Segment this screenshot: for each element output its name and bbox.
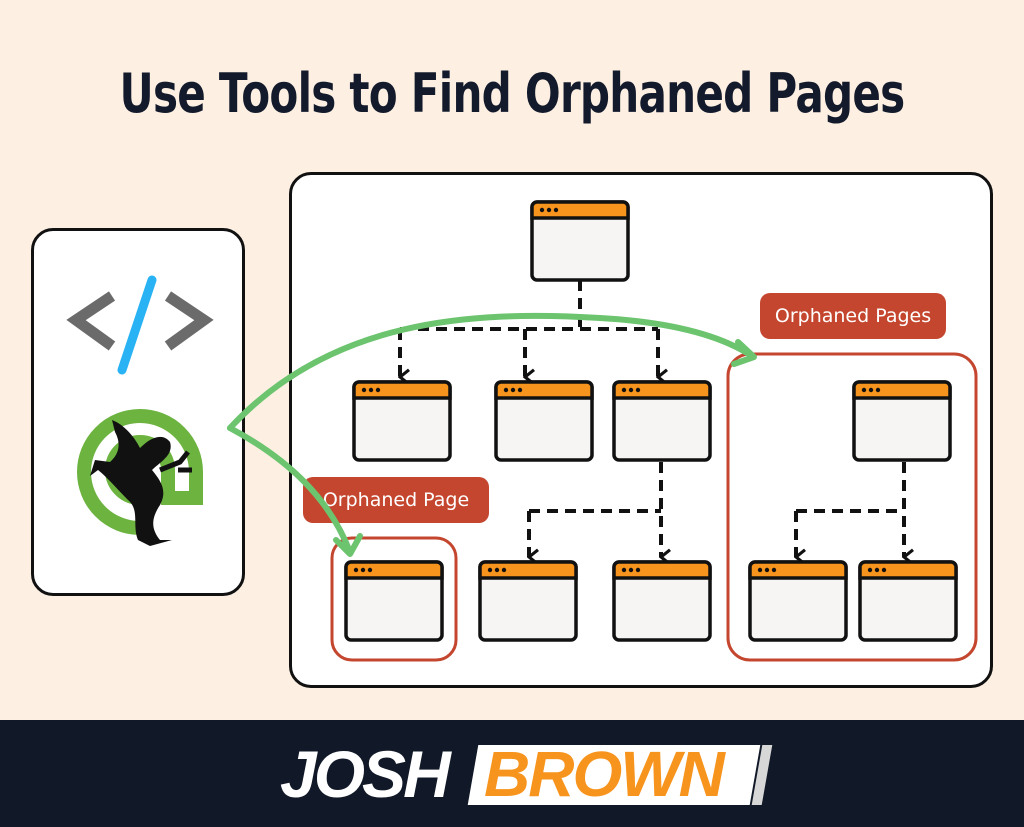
page-node [612,380,712,462]
page-title: Use Tools to Find Orphaned Pages [119,62,906,125]
page-node [478,560,578,642]
discovery-arrows [227,312,757,557]
orphan-parent-node [852,380,952,462]
logo-first-name: JOSH [280,737,451,811]
orphaned-pages-label: Orphaned Pages [760,293,946,339]
logo-last-name: BROWN [484,738,725,810]
code-brackets-icon [66,275,214,375]
orphan-child-node [748,560,848,642]
orphan-child-node [858,560,958,642]
frog-logo-icon [77,409,203,546]
homepage-node [530,200,630,282]
link-connectors [398,280,904,557]
orphan-page-node [344,560,444,642]
orphaned-page-highlight [330,536,458,662]
page-node [494,380,594,462]
orphaned-pages-highlight [726,352,978,662]
page-node [612,560,712,642]
page-node [352,380,452,462]
